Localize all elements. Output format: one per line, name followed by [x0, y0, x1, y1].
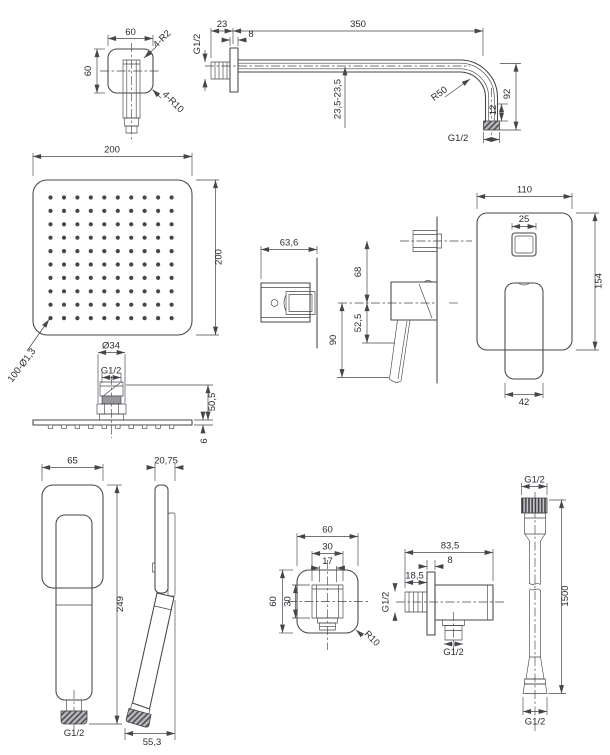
elbow-body — [434, 584, 494, 621]
dim-elbow-corner-radius: R10 — [362, 629, 382, 649]
dim-mixer-diverter-offset: 68 — [353, 267, 364, 278]
mixer-front-view: 110 25 154 42 — [476, 185, 605, 408]
dim-head-spray-holes: 100-Ø1,3 — [6, 346, 39, 384]
dim-hand-shower-length: 249 — [115, 596, 126, 612]
dim-escutcheon-height: 60 — [83, 66, 94, 77]
dim-escutcheon-width: 60 — [125, 27, 136, 38]
dim-mixer-body-depth: 63,6 — [280, 238, 299, 249]
shower-hose-view: G1/2 1500 G1/2 — [521, 475, 571, 731]
dim-arm-outlet-thread: G1/2 — [448, 133, 469, 144]
dim-hose-length: 1500 — [560, 585, 571, 606]
mixer-diverter-button — [511, 232, 537, 257]
dim-mixer-handle-width: 42 — [519, 397, 530, 408]
dim-arm-inlet-thread: G1/2 — [192, 34, 203, 55]
wall-elbow-side-view: 83,5 8 18,5 G1/2 G1/2 — [381, 541, 505, 658]
dim-escutcheon-back-radius: 4-R10 — [160, 89, 186, 115]
dim-escutcheon-front-radius: 4-R2 — [151, 28, 173, 50]
dim-head-depth: 200 — [214, 249, 225, 265]
dim-elbow-flange-thickness: 8 — [447, 555, 452, 566]
dim-mixer-handle-offset: 52,5 — [353, 314, 364, 333]
wall-escutcheon-view: 60 60 4-R2 4-R10 — [83, 27, 186, 140]
dim-elbow-wall-stub: 18,5 — [405, 571, 424, 582]
hand-shower-nut-side — [125, 708, 152, 728]
dim-arm-flange-thickness: 8 — [248, 29, 253, 40]
dim-mixer-plate-width: 110 — [517, 185, 532, 196]
dim-arm-wall-offset: 23 — [217, 19, 228, 30]
dim-head-plate-thickness: 6 — [199, 438, 210, 443]
dim-elbow-depth: 83,5 — [441, 541, 460, 552]
dim-arm-length: 350 — [350, 19, 366, 30]
hose-top-nut — [521, 497, 548, 514]
dim-mixer-diverter-width: 25 — [519, 214, 530, 225]
hand-shower-handle-side — [131, 592, 175, 710]
dim-elbow-boss-width: 30 — [322, 542, 333, 553]
dim-hand-shower-head-width: 65 — [67, 456, 78, 467]
elbow-flange — [426, 571, 436, 636]
dim-elbow-inlet-thread: G1/2 — [381, 592, 392, 613]
dim-elbow-width: 60 — [322, 525, 333, 536]
dim-head-width: 200 — [104, 145, 120, 156]
hand-shower-front-view: 65 249 G1/2 — [41, 456, 126, 739]
dim-head-thread: G1/2 — [101, 366, 122, 377]
dim-mixer-lever-reach: 90 — [328, 335, 339, 346]
dim-arm-bend-radius: R50 — [429, 84, 450, 103]
dim-hand-shower-thread: G1/2 — [64, 728, 85, 739]
dim-hose-bottom-thread: G1/2 — [525, 717, 546, 728]
dim-elbow-outlet-thread: G1/2 — [443, 647, 464, 658]
dim-head-connector-height: 50,5 — [207, 393, 218, 412]
pause-button — [152, 562, 156, 573]
shower-head-side-view: Ø34 G1/2 50,5 6 — [32, 341, 218, 444]
mixer-handle-side — [389, 280, 438, 383]
dim-mixer-plate-height: 154 — [594, 273, 605, 289]
hand-shower-head — [41, 484, 104, 589]
dim-hand-shower-head-depth: 20,75 — [154, 456, 178, 467]
arm-wall-flange — [229, 47, 239, 93]
wall-elbow-front-view: 60 30 17 60 30 R10 — [268, 525, 382, 650]
dim-elbow-height: 60 — [268, 596, 279, 607]
escutcheon-stem — [122, 59, 141, 134]
arm-pipe — [237, 59, 500, 131]
dim-elbow-thread-width: 17 — [322, 556, 333, 567]
dim-elbow-boss-height: 30 — [283, 596, 294, 607]
head-connector — [96, 381, 127, 421]
dim-head-nut-diameter: Ø34 — [102, 341, 120, 352]
hand-shower-nut — [60, 710, 88, 725]
arm-inlet-thread — [210, 61, 231, 80]
arm-outlet-cap — [483, 120, 500, 131]
spray-holes — [48, 195, 174, 321]
dim-arm-drop-straight: 12 — [488, 105, 499, 116]
dim-hose-top-thread: G1/2 — [524, 475, 545, 486]
hand-shower-side-view: 20,75 55,3 — [124, 456, 184, 748]
shower-arm-view: 23 350 8 G1/2 23,5-23,5 R50 12 92 G1/2 — [192, 19, 521, 144]
mixer-handle-front — [504, 282, 544, 380]
mixer-left-side-view: 63,6 — [260, 238, 318, 349]
dim-hand-shower-base-offset: 55,3 — [143, 737, 162, 748]
head-plate-side — [32, 419, 193, 426]
dim-arm-drop-height: 92 — [502, 89, 513, 100]
dim-arm-pipe-size: 23,5-23,5 — [333, 79, 344, 119]
hose-tube — [524, 533, 546, 657]
hand-shower-handle — [55, 514, 93, 701]
mixer-right-side-view: 68 52,5 90 — [328, 216, 472, 384]
spray-nozzles-side — [47, 424, 175, 429]
mixer-diverter-side — [412, 230, 442, 252]
mixer-screw-hole — [270, 299, 279, 307]
